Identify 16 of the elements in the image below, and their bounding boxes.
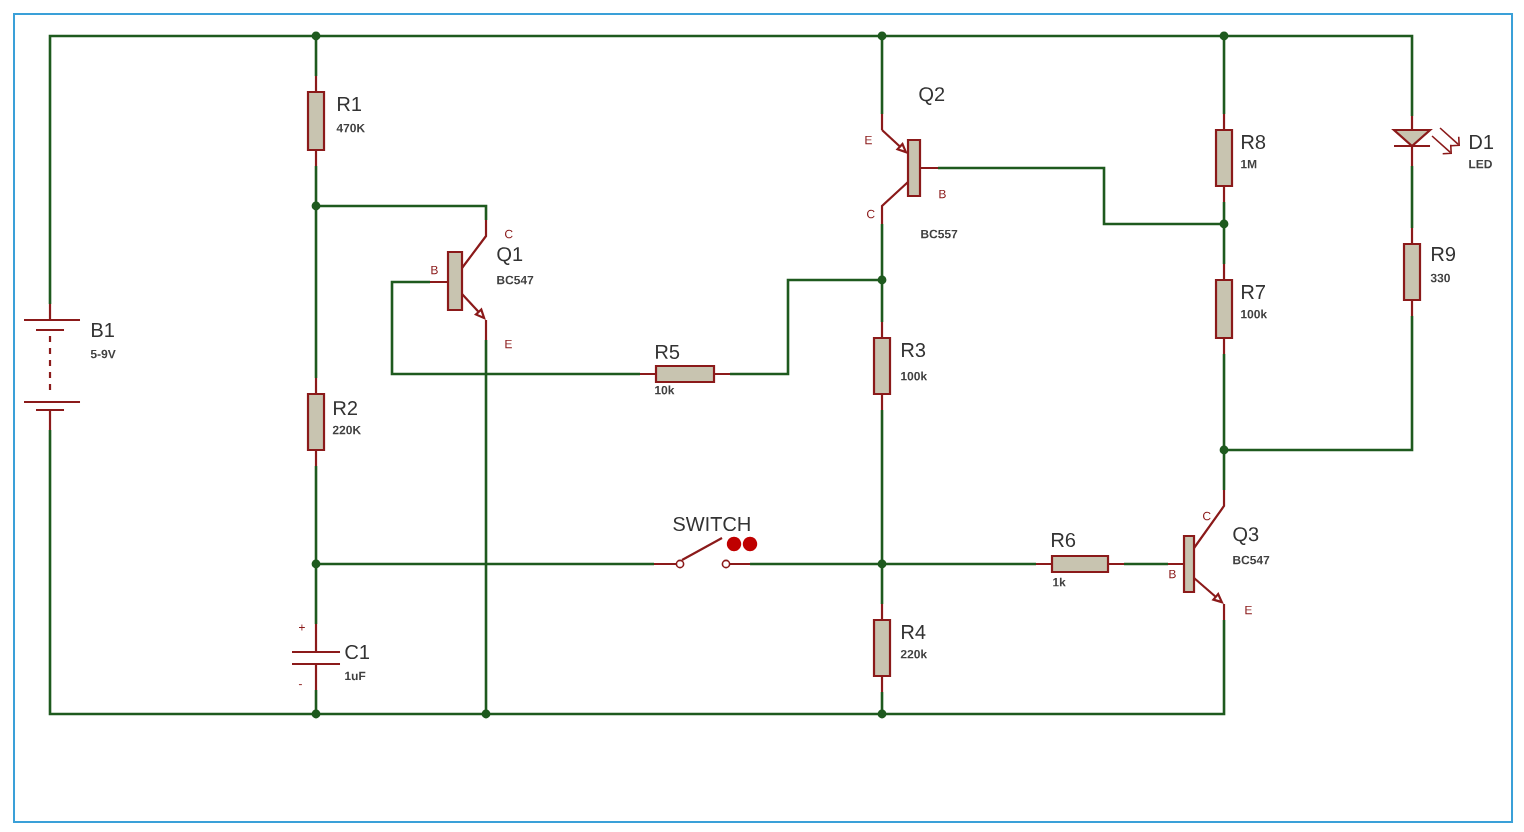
component-label: R2 [334,401,357,415]
component-label: R8 [1242,134,1266,150]
component-label: Q1 [497,247,523,265]
component-label: D1 [1470,135,1493,149]
component-label: Q2 [919,87,945,105]
component-label: R7 [1242,285,1265,299]
component-label: R6 [1052,532,1076,548]
component-label: R3 [902,342,926,358]
component-label: B1 [92,323,114,337]
component-label: Q3 [1233,527,1259,545]
component-label: R9 [1432,246,1456,262]
component-label: R4 [902,625,926,639]
component-label: R1 [338,97,361,111]
component-label: R5 [656,345,680,359]
component-label: C1 [345,644,369,660]
component-label: SWITCH [673,516,750,532]
